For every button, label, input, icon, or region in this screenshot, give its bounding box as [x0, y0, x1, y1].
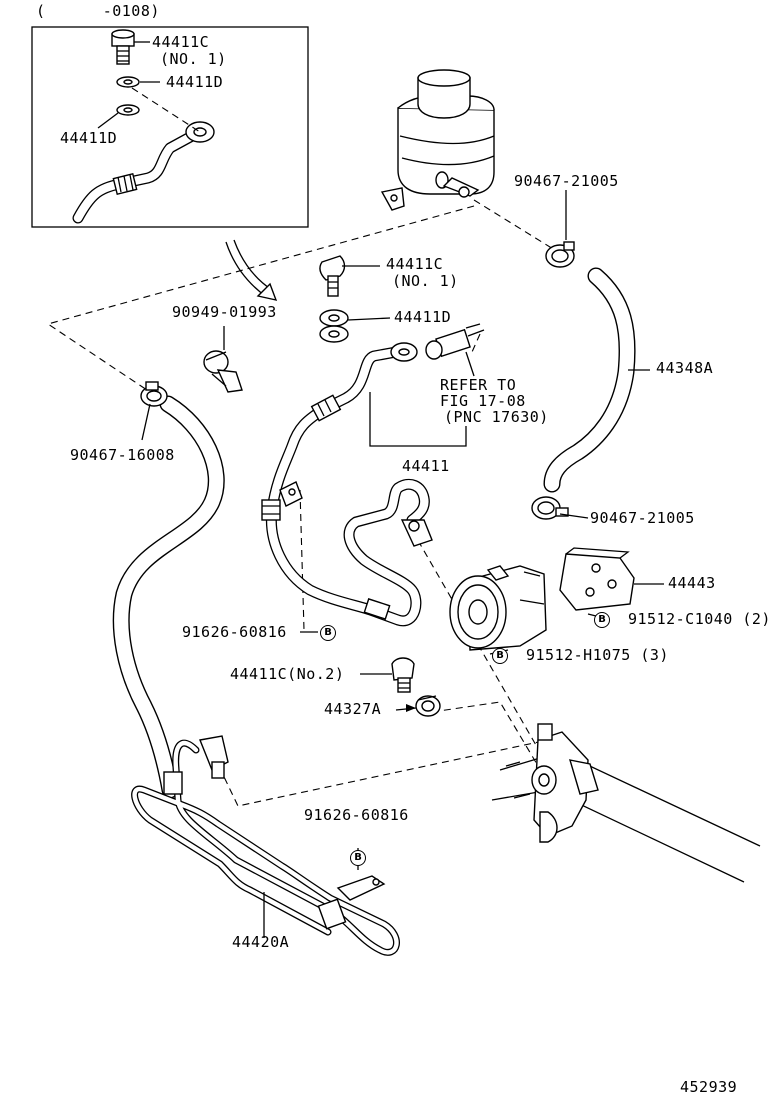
inset-frame: [31, 26, 309, 228]
label-90467-21005-mid: 90467-21005: [590, 509, 695, 527]
dashed-reservoir-to-left-clamp: [46, 205, 475, 393]
label-inset-no1: (NO. 1): [160, 50, 227, 68]
label-90467-16008: 90467-16008: [70, 446, 175, 464]
label-inset-44411d-left: 44411D: [60, 129, 118, 147]
dashed-reservoir-to-right-clamp: [473, 199, 559, 253]
union-bolt-44411c-no1: [319, 255, 346, 297]
label-bolt-no1: (NO. 1): [392, 272, 459, 290]
pump-bracket-44443: [559, 547, 635, 611]
label-refer-line2: FIG 17-08: [440, 392, 526, 410]
inset-range-label: ( -0108): [36, 2, 160, 20]
label-44411c-no1: 44411C: [386, 255, 444, 273]
union-bolt-44411c-no2: [391, 657, 415, 693]
bolt-marker-91512-c1040: B: [594, 612, 610, 628]
label-inset-44411d-right: 44411D: [166, 73, 224, 91]
tube-clamp-bracket: [317, 875, 386, 930]
bolt-marker-91626-left: B: [320, 625, 336, 641]
clip-90949-01993: [203, 350, 243, 393]
bolt-marker-91512-h1075: B: [492, 648, 508, 664]
label-44327a: 44327A: [324, 700, 382, 718]
clip-44327a: [415, 695, 441, 717]
label-44443: 44443: [668, 574, 716, 592]
bolt-marker-91626-bottom: B: [350, 850, 366, 866]
label-44411: 44411: [402, 457, 450, 475]
label-44420a: 44420A: [232, 933, 290, 951]
bracket-44411-callout: [369, 392, 467, 447]
label-44411c-no2: 44411C(No.2): [230, 665, 345, 683]
label-91626-60816-bottom: 91626-60816: [304, 806, 409, 824]
label-90949-01993: 90949-01993: [172, 303, 277, 321]
label-44411d: 44411D: [394, 308, 452, 326]
steering-gear-housing: [491, 723, 761, 883]
power-steering-pump: [449, 565, 547, 651]
label-90467-21005-top: 90467-21005: [514, 172, 619, 190]
gasket-44411d: [319, 309, 349, 343]
reservoir-tank: [380, 69, 495, 211]
label-91512-h1075: 91512-H1075 (3): [526, 646, 669, 664]
inset-pointer-arrow: [225, 241, 269, 299]
figure-number: 452939: [680, 1078, 738, 1096]
label-91512-c1040: 91512-C1040 (2): [628, 610, 771, 628]
pressure-switch-reference: [425, 323, 485, 360]
label-44348a: 44348A: [656, 359, 714, 377]
label-refer-line3: (PNC 17630): [444, 408, 549, 426]
label-inset-44411c: 44411C: [152, 33, 210, 51]
label-91626-60816-left: 91626-60816: [182, 623, 287, 641]
label-refer-line1: REFER TO: [440, 376, 517, 394]
